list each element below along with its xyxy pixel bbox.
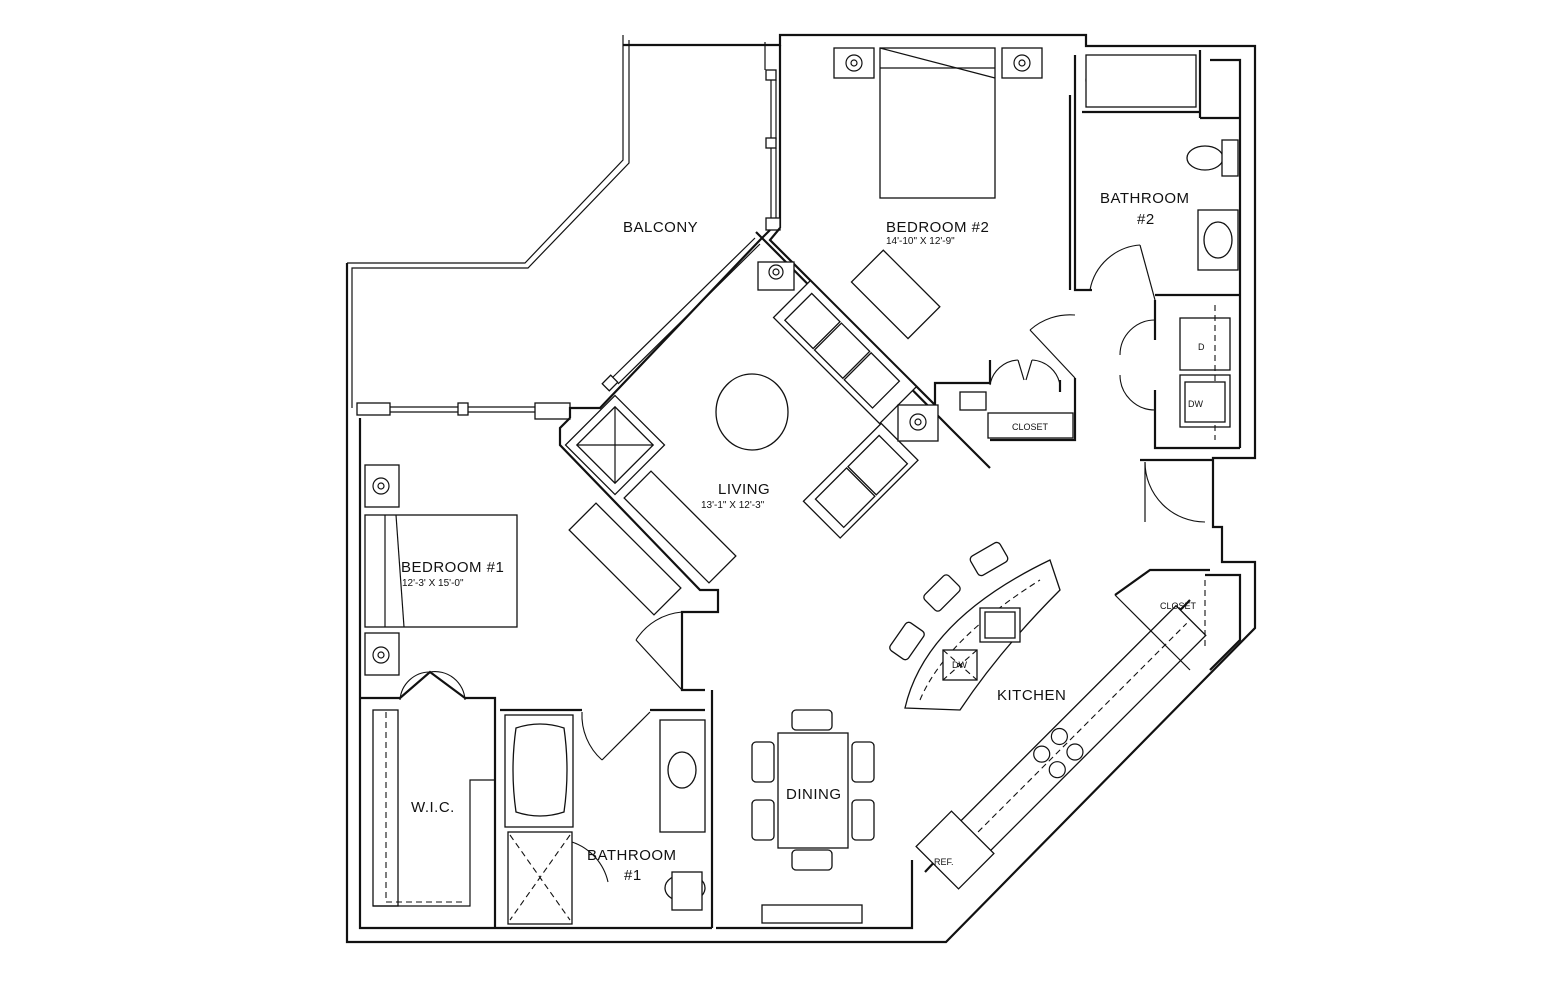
- bathroom-1: BATHROOM #1: [500, 708, 706, 925]
- bathroom2-label-line1: BATHROOM: [1100, 190, 1190, 207]
- bathroom1-label-line1: BATHROOM: [587, 847, 677, 864]
- closet-bed2-label: CLOSET: [1012, 422, 1049, 432]
- dining-area: DINING: [751, 709, 875, 924]
- bedroom2-label: BEDROOM #2: [886, 219, 989, 236]
- closet-kitchen-label: CLOSET: [1160, 601, 1197, 611]
- dryer-label: D: [1198, 342, 1205, 352]
- bedroom1-dimensions: 12'-3' X 15'-0": [402, 578, 464, 589]
- dishwasher-label: DW: [952, 660, 967, 670]
- washer-label: DW: [1188, 399, 1203, 409]
- kitchen-closet: CLOSET: [1114, 568, 1210, 671]
- balcony-label: BALCONY: [623, 219, 698, 236]
- refrigerator-label: REF.: [934, 857, 954, 867]
- living-dimensions: 13'-1" X 12'-3": [701, 500, 765, 511]
- bedroom2-closet: CLOSET: [959, 359, 1074, 439]
- bathroom-2: [1082, 54, 1240, 301]
- living-room: LIVING 13'-1" X 12'-3": [564, 261, 939, 616]
- bedroom2-dimensions: 14'-10" X 12'-9": [886, 236, 955, 247]
- bedroom1-label: BEDROOM #1: [401, 559, 504, 576]
- bedroom-2: [755, 47, 1092, 469]
- kitchen: DW REF. KITCHEN: [889, 541, 1207, 890]
- walk-in-closet: W.I.C.: [360, 670, 497, 928]
- bathroom2-label-line2: #2: [1137, 211, 1155, 228]
- bathroom1-label-line2: #1: [624, 867, 642, 884]
- living-label: LIVING: [718, 481, 770, 498]
- kitchen-label: KITCHEN: [997, 687, 1066, 704]
- wic-label: W.I.C.: [411, 799, 455, 816]
- dining-label: DINING: [786, 786, 842, 803]
- laundry-closet: D DW: [1119, 300, 1240, 523]
- balcony-area: [347, 35, 782, 420]
- bedroom-1: BEDROOM #1 12'-3' X 15'-0": [364, 417, 720, 692]
